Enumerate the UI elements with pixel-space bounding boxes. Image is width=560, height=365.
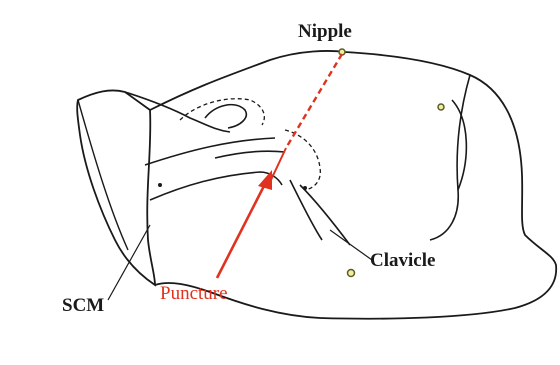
nipple-label: Nipple xyxy=(298,21,352,42)
ear-outline xyxy=(205,105,246,128)
ear-dashed-contour xyxy=(180,99,264,125)
neck-inner-edge xyxy=(78,100,128,250)
jaw-line xyxy=(125,92,230,132)
puncture-arrow-shaft xyxy=(217,182,266,278)
puncture-arrow-continuation xyxy=(270,148,286,182)
muscle-line-2 xyxy=(215,151,285,158)
lower-marker xyxy=(348,270,355,277)
puncture-label: Puncture xyxy=(160,283,228,304)
scm-dot xyxy=(158,183,162,187)
armpit-curve xyxy=(452,100,466,190)
puncture-trajectory-dashed xyxy=(286,54,342,148)
body-outline xyxy=(150,51,556,319)
clavicle-leader-line xyxy=(330,230,372,260)
clavicle-dot xyxy=(303,186,307,190)
clavicle-label: Clavicle xyxy=(370,250,435,271)
back-contour xyxy=(430,75,470,240)
scm-label: SCM xyxy=(62,295,104,316)
scm-leader-line xyxy=(108,225,150,300)
right-marker xyxy=(438,104,444,110)
neck-block xyxy=(77,90,155,285)
